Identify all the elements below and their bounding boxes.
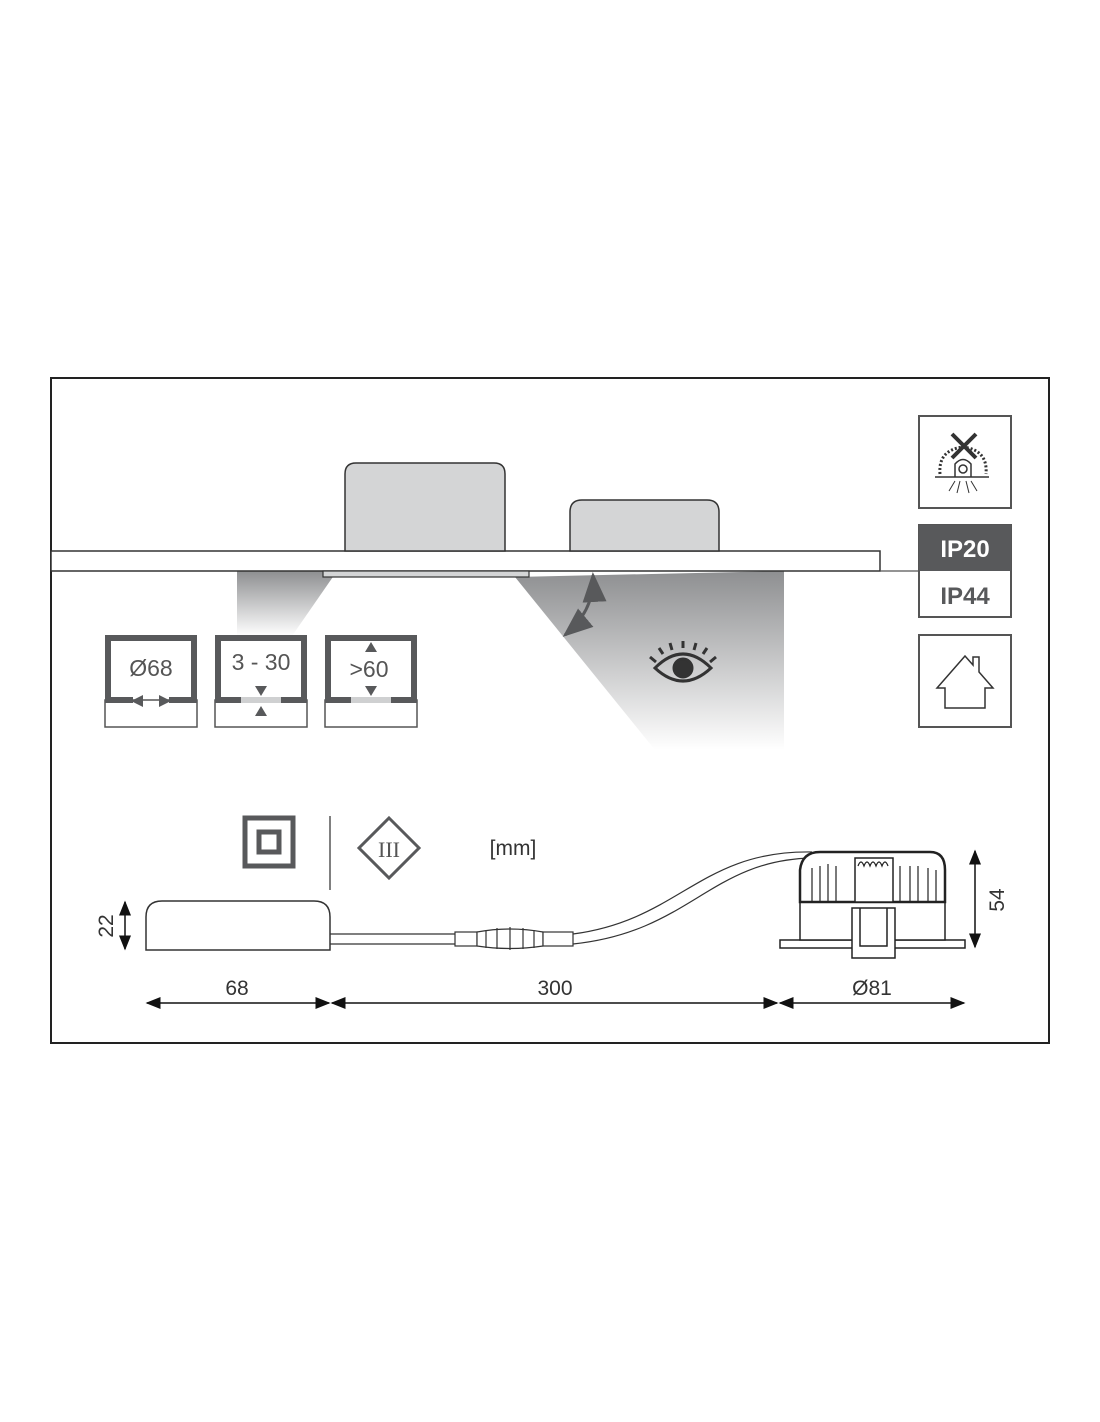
light-cone-right — [515, 571, 784, 750]
ceiling-thickness-box: 3 - 30 — [214, 635, 308, 728]
luminaire-housing — [344, 462, 506, 552]
ceiling-thickness-label: 3 - 30 — [232, 649, 291, 675]
ip-rating-badge: IP20 IP44 — [918, 524, 1012, 618]
protection-class-ii-icon — [242, 815, 296, 869]
cutout-diameter-box: Ø68 — [104, 635, 198, 728]
house-icon — [918, 634, 1012, 728]
light-cone-left — [237, 571, 337, 636]
glare-eye-icon — [649, 641, 717, 683]
luminaire-diameter-label: Ø81 — [852, 977, 892, 1000]
ip44-label: IP44 — [940, 583, 990, 610]
protection-class-iii-icon: III — [356, 815, 422, 881]
installation-depth-box: >60 — [324, 635, 418, 728]
cable-connector — [454, 927, 574, 950]
no-insulation-cover-icon — [918, 415, 1012, 509]
driver-height-label: 22 — [95, 914, 118, 937]
luminaire-trim — [322, 570, 530, 578]
installation-depth-label: >60 — [349, 656, 388, 682]
ceiling-plate — [50, 550, 881, 572]
cable — [330, 933, 455, 945]
diagram-frame — [50, 377, 1050, 1044]
driver-housing — [569, 499, 720, 552]
tilt-arrow-icon — [562, 572, 607, 637]
driver-length-label: 68 — [225, 977, 248, 1000]
class-iii-label: III — [378, 837, 400, 862]
luminaire-height-label: 54 — [986, 888, 1009, 912]
cable-to-luminaire — [572, 851, 813, 945]
ip20-label: IP20 — [940, 536, 989, 563]
unit-label: [mm] — [490, 837, 537, 860]
driver-side-view — [145, 900, 331, 951]
cutout-diameter-label: Ø68 — [129, 655, 172, 681]
luminaire-side-view — [779, 850, 966, 959]
cable-length-label: 300 — [537, 977, 572, 1000]
